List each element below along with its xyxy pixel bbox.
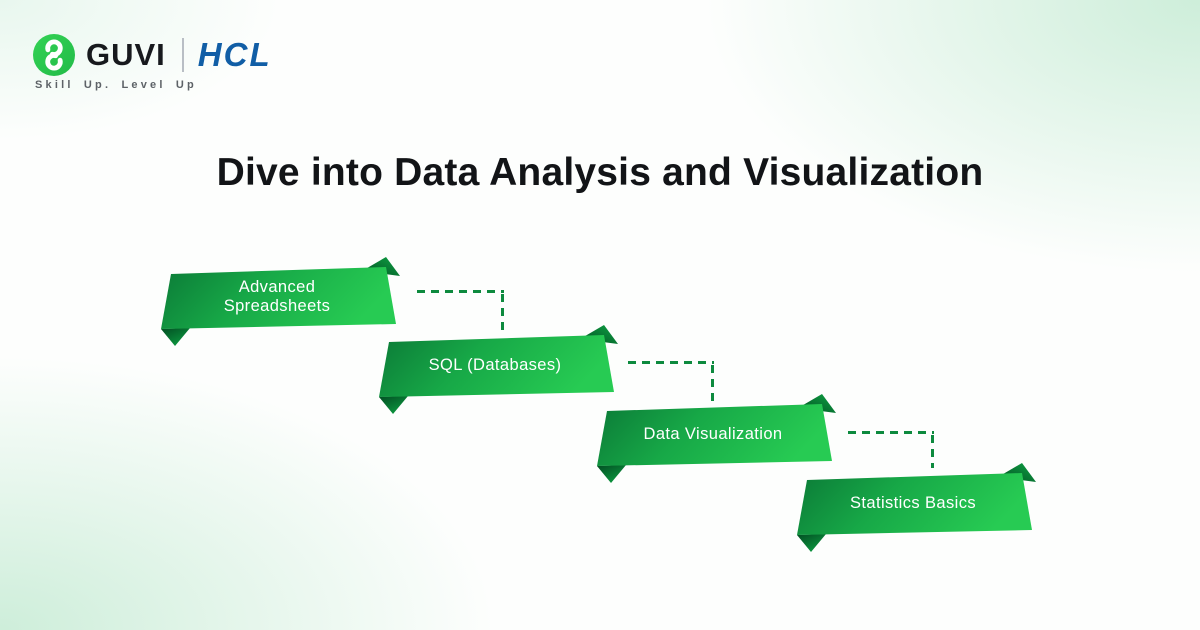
ribbon-banner-shape [797,463,1036,552]
step-ribbon-statistics-basics: Statistics Basics [786,458,1041,553]
page-title: Dive into Data Analysis and Visualizatio… [216,151,984,194]
step-ribbon-data-visualization: Data Visualization [586,389,841,484]
dashed-connector-3-vertical [931,435,934,468]
guvi-g-icon [33,34,75,76]
ribbon-banner-shape [597,394,836,483]
dashed-connector-3-horizontal [848,431,934,434]
dashed-connector-2-horizontal [628,361,714,364]
ribbon-banner-shape [379,325,618,414]
dashed-connector-1-vertical [501,294,504,331]
ribbon-banner-shape [161,257,400,346]
step-label: Data Visualization [643,424,783,443]
step-ribbon-advanced-spreadsheets: Advanced Spreadsheets [150,252,405,347]
hcl-wordmark: HCL [197,36,272,73]
step-label: SQL (Databases) [428,355,562,374]
brand-tagline: Skill Up. Level Up [35,79,197,91]
step-ribbon-sql-databases: SQL (Databases) [368,320,623,415]
dashed-connector-2-vertical [711,365,714,401]
logo-row: GUVI HCL [33,34,272,76]
step-label: Statistics Basics [850,493,976,512]
step-label: Advanced Spreadsheets [223,278,331,315]
dashed-connector-1-horizontal [417,290,504,293]
guvi-wordmark: GUVI [86,37,166,72]
logo-divider [181,38,184,72]
